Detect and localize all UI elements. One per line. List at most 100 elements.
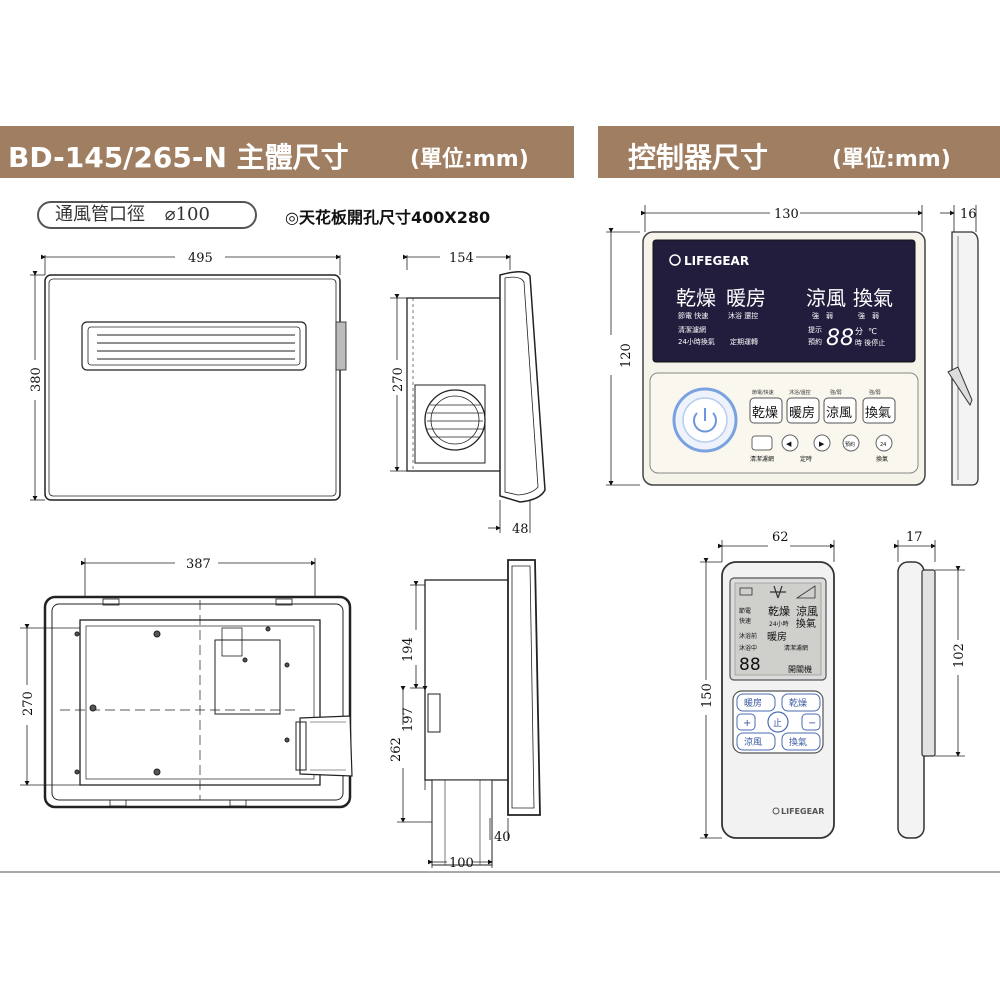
dim-remote-height: 150 <box>700 683 715 708</box>
duct-diameter-pill: 通風管口徑 ⌀100 <box>37 201 257 229</box>
left-arrow-icon: ◀ <box>786 440 792 448</box>
ctrl-label-filter: 清潔濾網 <box>750 455 774 463</box>
remote-lcd-bath: 沐浴中 <box>739 644 757 652</box>
remote-btn-cool[interactable] <box>736 732 776 751</box>
dim-side-depth: 154 <box>449 251 474 266</box>
ctrl-lcd-filter: 清潔濾網 <box>678 325 706 334</box>
ctrl-btn-cool[interactable] <box>823 397 857 424</box>
ctrl-lcd-hour-stop: 時 後停止 <box>855 338 885 347</box>
remote-btn-warm-label: 暖房 <box>744 697 762 709</box>
ctrl-lcd-vent-sub: 強 弱 <box>858 312 879 320</box>
ctrl-lcd-vent: 換氣 <box>853 286 893 310</box>
duct-label: 通風管口徑 <box>55 204 145 225</box>
remote-btn-dry[interactable] <box>781 693 821 712</box>
ceiling-opening-note: ◎天花板開孔尺寸400X280 <box>285 208 491 227</box>
remote-btn-vent-label: 換氣 <box>789 736 807 748</box>
ctrl-btn-warm-label: 暖房 <box>789 405 815 421</box>
remote-lcd-vent: 換氣 <box>796 617 816 630</box>
remote-lcd-filter: 清潔濾網 <box>784 644 808 652</box>
ctrl-lcd-warm-sub: 沐浴 還控 <box>728 311 758 320</box>
dim-remote-side-height: 102 <box>952 643 967 668</box>
remote-side <box>897 561 936 839</box>
power-icon <box>693 412 717 433</box>
wall-controller: LIFEGEAR 乾燥 暖房 涼風 換氣 節電 快速 沐浴 還控 強 弱 強 弱… <box>642 231 926 486</box>
ctrl-btn-24[interactable] <box>875 434 893 452</box>
ctrl-lcd-timer: 定期運轉 <box>730 337 758 346</box>
dim-side-height: 270 <box>391 367 406 392</box>
ctrl-lcd-celsius: ℃ <box>868 327 877 336</box>
ctrl-btn-dry[interactable] <box>749 397 783 424</box>
remote-lcd-cool: 涼風 <box>796 604 818 618</box>
dim-side-lip: 48 <box>512 522 529 537</box>
signal-strength-icon <box>795 585 816 599</box>
ctrl-btn-vent-label: 換氣 <box>865 406 891 421</box>
ctrl-lcd-cool-sub: 強 弱 <box>812 312 833 320</box>
remote-btn-plus[interactable] <box>736 713 756 731</box>
side-view <box>390 254 546 533</box>
right-title-banner: 控制器尺寸 (單位:mm) <box>598 126 1000 178</box>
ctrl-mode-buttons <box>749 397 896 424</box>
remote-control: 節電 快速 乾燥 涼風 24小時 換氣 沐浴前 暖房 沐浴中 清潔濾網 88 開… <box>721 561 835 839</box>
right-title: 控制器尺寸 <box>628 141 769 174</box>
remote-btn-dry-label: 乾燥 <box>789 697 807 709</box>
remote-btn-warm[interactable] <box>736 693 776 712</box>
wall-controller-dims <box>606 205 977 486</box>
ctrl-btn-reserve-label: 預約 <box>845 441 855 448</box>
remote-lcd-warm: 暖房 <box>767 630 787 643</box>
remote-btn-vent[interactable] <box>781 732 821 751</box>
remote-lcd-onoff: 開關機 <box>788 664 812 674</box>
ctrl-btn-cool-sub: 強/弱 <box>830 389 842 396</box>
dim-section-262: 262 <box>389 737 404 762</box>
ctrl-label-vent: 換氣 <box>876 455 888 463</box>
remote-lcd-24h: 24小時 <box>769 620 789 628</box>
battery-icon <box>739 587 753 596</box>
ctrl-btn-warm-sub: 沐浴/還控 <box>789 389 811 396</box>
remote-lcd-digits: 88 <box>739 655 761 675</box>
right-unit: (單位:mm) <box>832 147 951 172</box>
back-view <box>20 558 353 809</box>
remote-lcd-dry: 乾燥 <box>768 605 790 618</box>
remote-btn-minus-label: − <box>808 718 816 729</box>
ctrl-btn-filter[interactable] <box>751 435 773 451</box>
fan-icon <box>770 585 786 599</box>
dim-main-height: 380 <box>29 367 44 392</box>
ctrl-btn-left[interactable] <box>781 434 799 452</box>
ctrl-btn-dry-label: 乾燥 <box>752 406 778 421</box>
ctrl-btn-vent-sub: 強/弱 <box>869 389 881 396</box>
dim-remote-depth: 17 <box>906 530 923 545</box>
ctrl-btn-24-label: 24 <box>880 442 886 448</box>
ctrl-lcd-reserve: 預約 <box>808 337 822 346</box>
remote-btn-cool-label: 涼風 <box>744 736 762 748</box>
remote-brand: LIFEGEAR <box>781 807 824 816</box>
section-view <box>397 559 541 868</box>
dim-ctrl-height: 120 <box>619 343 634 368</box>
remote-btn-stop-label: 止 <box>773 717 782 729</box>
dim-section-197: 197 <box>401 707 416 732</box>
dim-back-width: 387 <box>186 557 211 572</box>
left-title-banner: BD-145/265-N 主體尺寸 (單位:mm) <box>0 126 574 178</box>
ctrl-btn-warm[interactable] <box>786 397 820 424</box>
ctrl-btn-vent[interactable] <box>862 397 896 424</box>
remote-btn-minus[interactable] <box>801 713 821 731</box>
ctrl-lcd-24h: 24小時換氣 <box>678 337 715 346</box>
ctrl-lcd-dry-sub: 節電 快速 <box>678 311 708 320</box>
dim-section-100: 100 <box>449 856 474 871</box>
dim-ctrl-depth: 16 <box>960 207 977 222</box>
remote-btn-stop[interactable] <box>767 711 789 733</box>
ctrl-lcd-digits: 88 <box>826 326 854 351</box>
ctrl-lcd-dry: 乾燥 <box>676 286 716 310</box>
dim-remote-width: 62 <box>772 530 789 545</box>
remote-lcd-save: 節電 <box>739 607 751 615</box>
ctrl-btn-reserve[interactable] <box>842 434 860 452</box>
ctrl-btn-cool-label: 涼風 <box>826 406 852 421</box>
ctrl-label-timer: 定時 <box>800 455 812 463</box>
right-arrow-icon: ▶ <box>819 440 825 448</box>
duct-value: ⌀100 <box>164 204 210 225</box>
remote-btn-plus-label: + <box>743 718 751 729</box>
remote-dims <box>700 540 965 839</box>
ctrl-lcd-min: 分 <box>855 327 863 336</box>
ctrl-btn-right[interactable] <box>813 434 831 452</box>
ctrl-btn-dry-sub: 節電/快速 <box>752 389 774 396</box>
dim-main-width: 495 <box>188 251 213 266</box>
ctrl-lcd-cool: 涼風 <box>806 286 846 310</box>
